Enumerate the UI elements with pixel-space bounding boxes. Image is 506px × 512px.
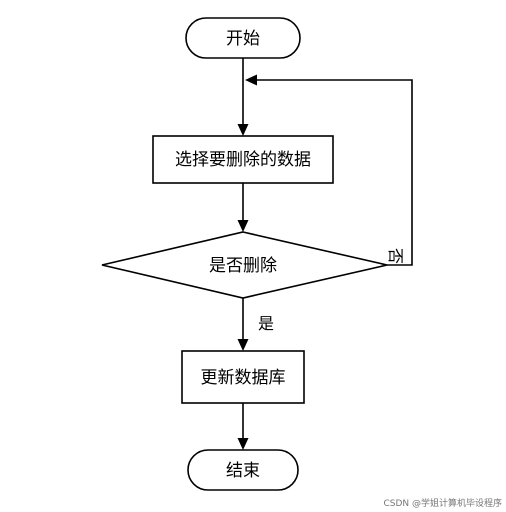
- update-db-node: 更新数据库: [181, 350, 305, 404]
- update-db-node-label: 更新数据库: [201, 368, 286, 388]
- arrowhead-decision-to-update: [237, 339, 249, 351]
- select-data-node: 选择要删除的数据: [152, 135, 334, 184]
- branch-yes-label: 是: [258, 314, 274, 333]
- arrowhead-no-loop: [245, 74, 257, 86]
- select-data-node-label: 选择要删除的数据: [175, 150, 311, 170]
- end-node: 结束: [187, 449, 299, 491]
- decision-node: 是否删除: [101, 231, 388, 299]
- arrowhead-start-to-select: [237, 124, 249, 136]
- end-node-shape: [187, 449, 299, 491]
- arrowhead-update-to-end: [237, 438, 249, 450]
- start-node-label: 开始: [226, 29, 260, 49]
- start-node: 开始: [185, 17, 301, 59]
- arrowhead-select-to-decision: [237, 220, 249, 232]
- watermark-text: CSDN @学姐计算机毕设程序: [383, 497, 502, 509]
- connector-no-loop: [257, 79, 413, 266]
- decision-node-label: 是否删除: [209, 256, 277, 276]
- select-data-node-shape: [152, 135, 334, 184]
- branch-no-label: 否: [386, 248, 405, 264]
- end-node-label: 结束: [226, 461, 260, 481]
